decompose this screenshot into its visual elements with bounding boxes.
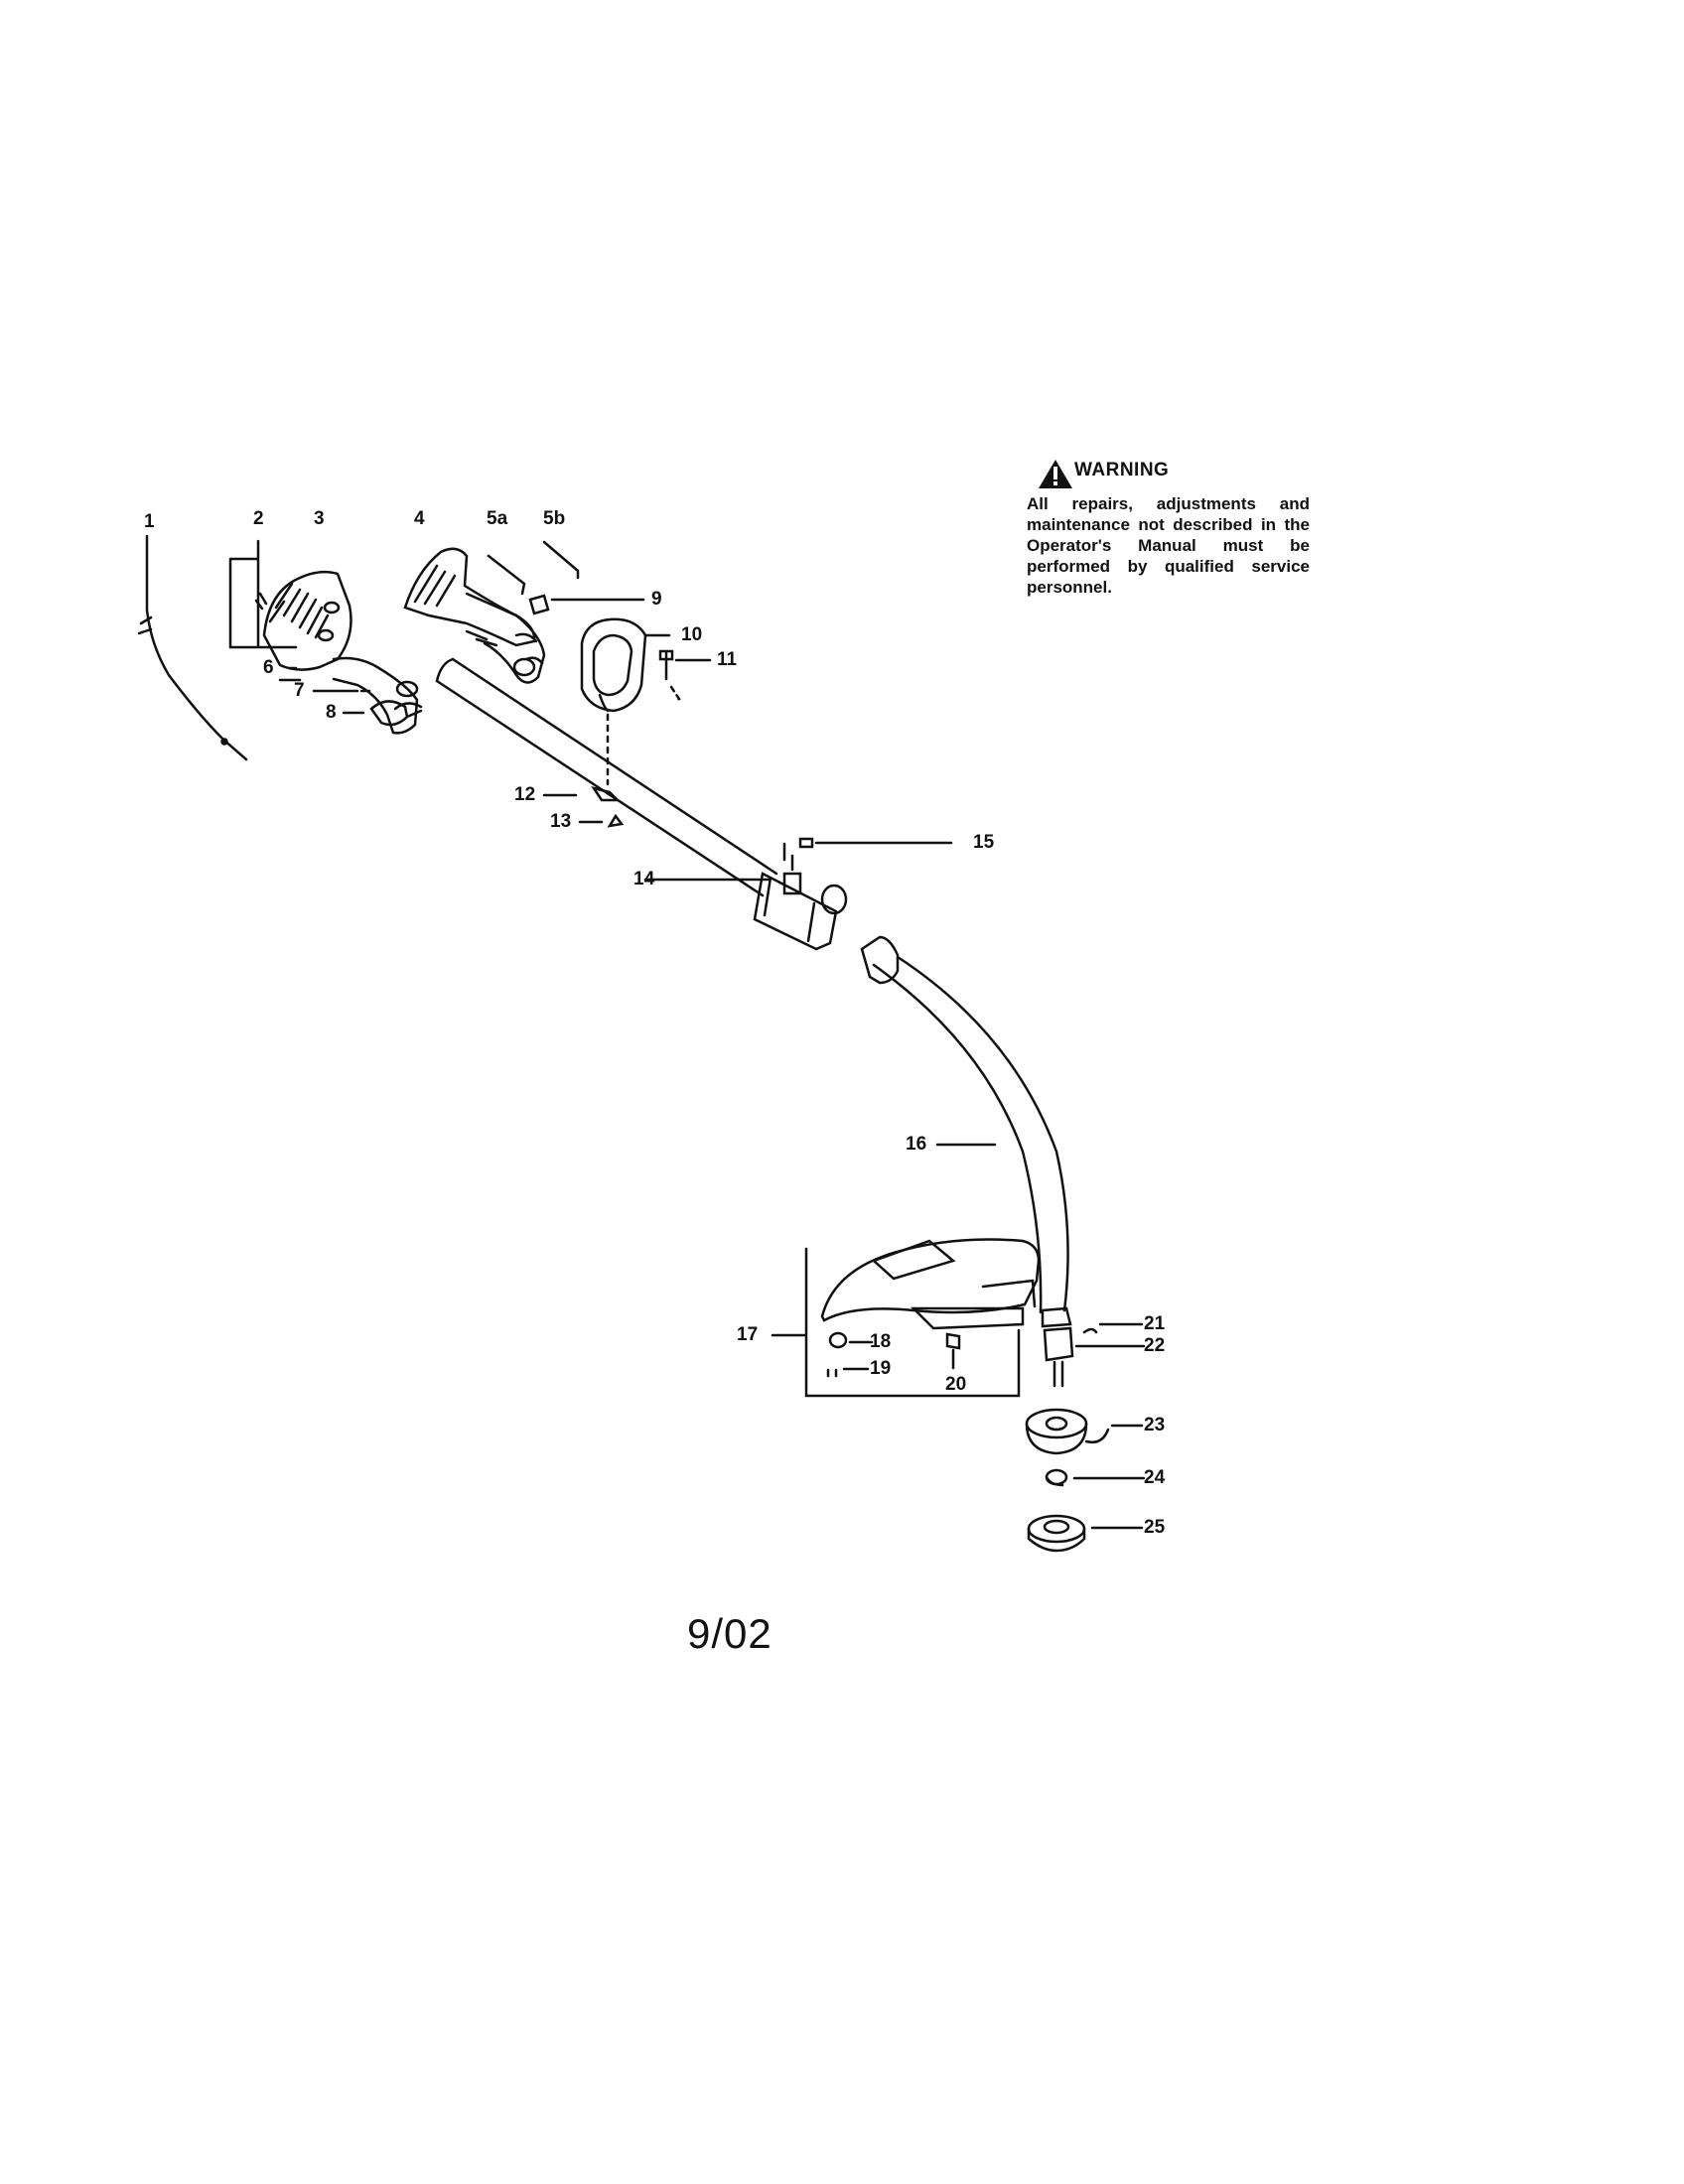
- trimmer-guard: [771, 1238, 1041, 1398]
- warning-header: WARNING: [1027, 460, 1310, 481]
- part-label-4: 4: [414, 508, 425, 529]
- part-label-14: 14: [633, 869, 655, 889]
- front-handle-housing: [403, 547, 546, 684]
- part-label-7: 7: [294, 680, 305, 701]
- part-label-15: 15: [973, 832, 995, 853]
- spool-knob: [1027, 1514, 1144, 1553]
- part-label-20: 20: [945, 1374, 967, 1395]
- part-label-21: 21: [1144, 1313, 1166, 1334]
- part-label-2: 2: [253, 508, 264, 529]
- part-label-12: 12: [514, 784, 536, 805]
- part-label-5b: 5b: [543, 508, 566, 529]
- warning-text: All repairs, adjustments and maintenance…: [1027, 494, 1310, 597]
- part-label-3: 3: [314, 508, 325, 529]
- shaft-coupler: [643, 854, 848, 951]
- warning-triangle-icon: [1039, 460, 1072, 488]
- part-label-24: 24: [1144, 1467, 1166, 1488]
- part-label-5a: 5a: [487, 508, 508, 529]
- loop-handle: [580, 617, 671, 713]
- upper-drive-shaft: [435, 657, 778, 897]
- part-label-17: 17: [737, 1324, 759, 1345]
- part-label-13: 13: [550, 811, 572, 832]
- part-label-10: 10: [681, 624, 703, 645]
- part-label-16: 16: [906, 1134, 927, 1155]
- part-label-19: 19: [870, 1358, 892, 1379]
- part-label-8: 8: [326, 702, 337, 723]
- part-label-23: 23: [1144, 1415, 1166, 1435]
- throttle-cable: [137, 534, 248, 761]
- part-label-1: 1: [144, 511, 155, 532]
- date-code: 9/02: [687, 1610, 772, 1657]
- part-label-9: 9: [651, 589, 662, 610]
- trimmer-spool: [1025, 1408, 1144, 1455]
- part-label-11: 11: [717, 649, 738, 670]
- part-label-6: 6: [263, 657, 274, 678]
- drive-head: [1041, 1306, 1146, 1388]
- part-label-25: 25: [1144, 1517, 1166, 1538]
- rear-handle-housing: [262, 570, 423, 735]
- part-label-18: 18: [870, 1331, 892, 1352]
- warning-notice: WARNING All repairs, adjustments and mai…: [1027, 460, 1310, 598]
- part-label-22: 22: [1144, 1335, 1166, 1356]
- warning-title: WARNING: [1074, 460, 1170, 480]
